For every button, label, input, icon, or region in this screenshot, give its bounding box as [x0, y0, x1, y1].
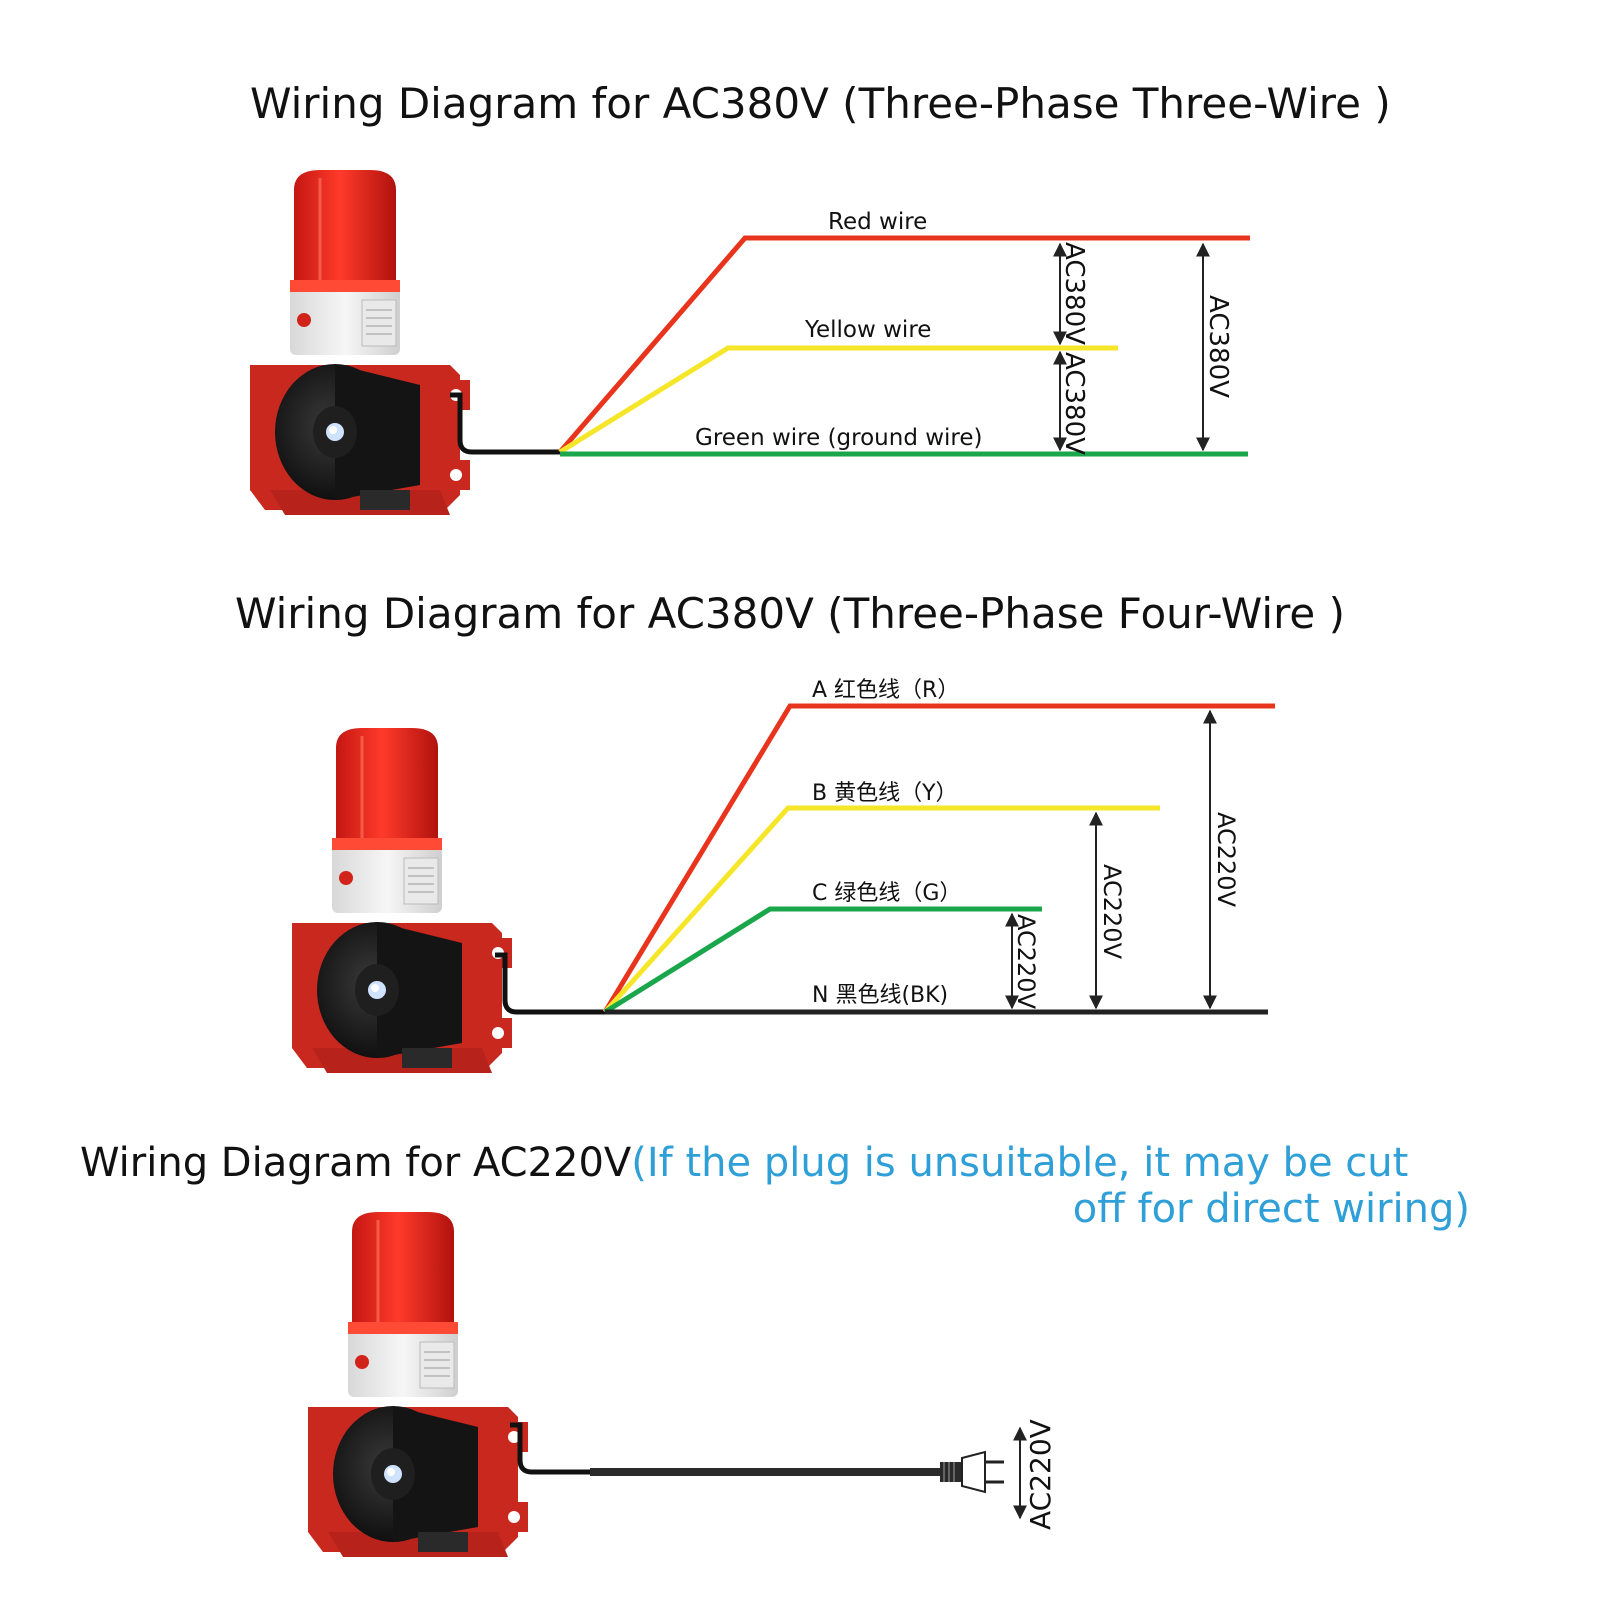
green-wire-2 [603, 906, 1042, 1015]
diagram3-title-note-line2: off for direct wiring) [1073, 1186, 1470, 1232]
wire-a-label: A 红色线（R） [812, 678, 959, 703]
voltage-label-red-green: AC380V [1203, 295, 1233, 398]
diagram1-group: Wiring Diagram for AC380V (Three-Phase T… [248, 79, 1391, 517]
yellow-wire-label: Yellow wire [804, 317, 931, 343]
device-cable-1 [450, 392, 560, 455]
voltage-label-a-n: AC220V [1212, 812, 1240, 908]
red-wire-2 [602, 703, 1275, 1014]
wire-n-label: N 黑色线(BK) [812, 983, 948, 1008]
diagram1-title: Wiring Diagram for AC380V (Three-Phase T… [250, 79, 1391, 128]
diagram3-title: Wiring Diagram for AC220V(If the plug is… [80, 1140, 1408, 1186]
diagram3-title-main: Wiring Diagram for AC220V [80, 1140, 632, 1186]
siren-device-1 [248, 168, 472, 517]
green-wire-label: Green wire (ground wire) [695, 425, 983, 451]
red-wire-1 [558, 235, 1250, 454]
diagram2-title: Wiring Diagram for AC380V (Three-Phase F… [235, 589, 1345, 638]
voltage-label-c-n: AC220V [1012, 914, 1040, 1010]
siren-device-2 [290, 726, 514, 1075]
yellow-wire-1 [558, 345, 1118, 455]
diagram3-title-note-line1: (If the plug is unsuitable, it may be cu… [631, 1140, 1408, 1186]
red-wire-label: Red wire [828, 209, 927, 235]
diagram2-group: Wiring Diagram for AC380V (Three-Phase F… [235, 589, 1345, 1075]
device-cable-3 [510, 1422, 590, 1475]
voltage-label-b-n: AC220V [1098, 864, 1126, 960]
diagram3-group: Wiring Diagram for AC220V(If the plug is… [80, 1140, 1470, 1559]
voltage-label-red-yellow: AC380V [1059, 242, 1089, 345]
siren-device-3 [306, 1210, 530, 1559]
yellow-wire-2 [603, 805, 1160, 1014]
voltage-label-plug: AC220V [1024, 1419, 1057, 1530]
voltage-label-yellow-green: AC380V [1059, 352, 1089, 455]
device-cable-2 [495, 952, 605, 1015]
wire-c-label: C 绿色线（G） [812, 881, 961, 906]
power-plug-icon [940, 1450, 1004, 1494]
wire-b-label: B 黄色线（Y） [812, 781, 958, 806]
